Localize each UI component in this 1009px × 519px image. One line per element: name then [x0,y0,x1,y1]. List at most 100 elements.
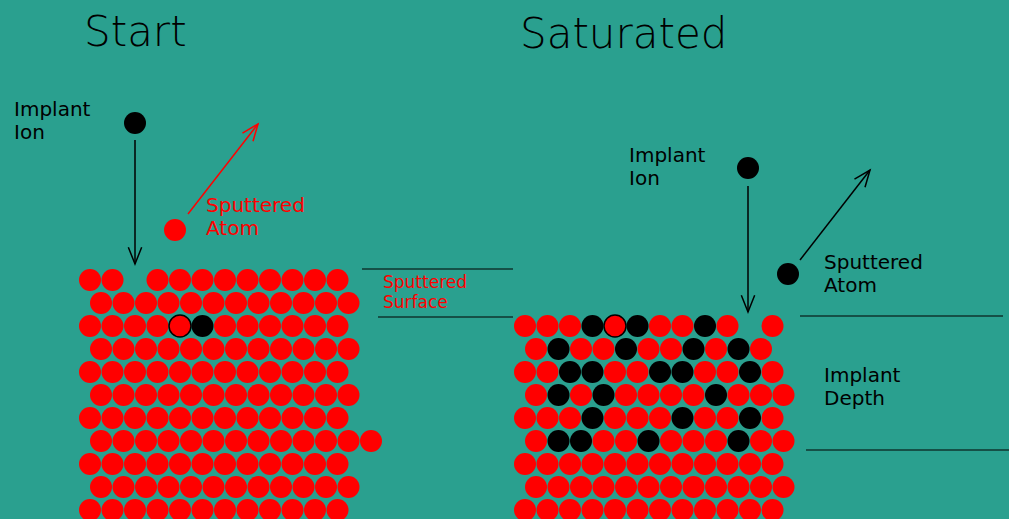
atom [248,384,270,406]
arrow-shaft [134,140,136,264]
atom [293,384,315,406]
atom [338,384,360,406]
atom [582,499,604,519]
atom [739,407,761,429]
atom [315,384,337,406]
atom [525,338,547,360]
atom [683,430,705,452]
atom [750,384,772,406]
atom [180,476,202,498]
atom [582,407,604,429]
atom [102,315,124,337]
atom [604,453,626,475]
atom [135,338,157,360]
atom [304,361,326,383]
atom [79,407,101,429]
arrow-head [741,295,754,312]
atom [750,338,772,360]
atom [739,453,761,475]
atom [79,361,101,383]
atom [604,499,626,519]
atom [672,499,694,519]
atom [537,361,559,383]
atom [147,361,169,383]
atom [548,384,570,406]
dimension-line [800,315,1003,316]
atom [225,292,247,314]
atom [582,361,604,383]
atom [705,476,727,498]
atom [537,407,559,429]
atom [237,499,259,519]
atom [694,315,716,337]
atom [762,499,784,519]
atom [214,499,236,519]
atom [304,407,326,429]
atom [192,269,214,291]
atom [124,499,146,519]
atom [225,430,247,452]
atom [214,453,236,475]
atom [717,407,739,429]
atom [338,292,360,314]
atom [282,407,304,429]
atom [593,338,615,360]
atom [728,384,750,406]
atom [192,453,214,475]
implant-ion [124,112,146,134]
atom [537,315,559,337]
depth-label: Implant Depth [824,364,900,410]
atom [627,407,649,429]
atom [259,315,281,337]
atom [270,338,292,360]
atom [717,499,739,519]
atom [158,476,180,498]
atom [537,453,559,475]
atom [135,476,157,498]
atom [237,361,259,383]
atom [237,407,259,429]
atom [90,384,112,406]
atom [360,430,382,452]
atom [705,430,727,452]
atom [135,384,157,406]
atom-label: Sputtered Atom [824,251,923,297]
atom [762,407,784,429]
atom [660,430,682,452]
atom [514,453,536,475]
atom [660,338,682,360]
atom [739,361,761,383]
atom-label: Sputtered Atom [206,194,305,240]
atom [660,476,682,498]
atom [683,338,705,360]
atom [293,292,315,314]
atom [638,476,660,498]
atom [750,430,772,452]
atom [214,269,236,291]
atom [293,338,315,360]
atom [124,407,146,429]
arrow-head [128,247,141,264]
atom [270,476,292,498]
atom [514,499,536,519]
atom [214,315,236,337]
atom [559,453,581,475]
atom [79,269,101,291]
atom [259,407,281,429]
atom [582,453,604,475]
atom [649,499,671,519]
atom [214,361,236,383]
atom [570,476,592,498]
atom [762,453,784,475]
atom [717,453,739,475]
atom [739,499,761,519]
atom [627,499,649,519]
atom [214,407,236,429]
atom [282,269,304,291]
atom [683,476,705,498]
atom [315,430,337,452]
atom [169,453,191,475]
atom [672,407,694,429]
atom [169,269,191,291]
atom [559,361,581,383]
